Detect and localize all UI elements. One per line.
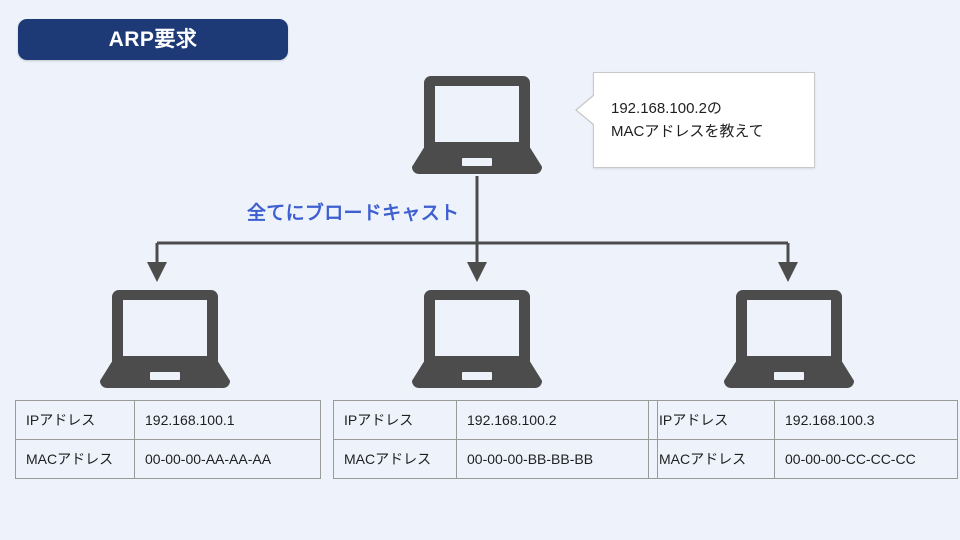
speech-bubble: 192.168.100.2の MACアドレスを教えて [575,72,815,168]
mac-address-value: 00-00-00-AA-AA-AA [134,439,321,479]
laptop-screen [435,300,519,356]
broadcast-label: 全てにブロードキャスト [247,203,460,224]
mac-address-label: MACアドレス [15,439,135,479]
speech-bubble-text: 192.168.100.2の MACアドレスを教えて [611,100,764,141]
table-row: MACアドレス 00-00-00-BB-BB-BB [333,439,658,479]
laptop-trackpad [150,372,180,380]
device-info-table-3: IPアドレス 192.168.100.3 MACアドレス 00-00-00-CC… [648,400,958,479]
right-arrowhead [778,262,798,282]
laptop-lid [112,290,218,366]
table-row: MACアドレス 00-00-00-CC-CC-CC [648,439,958,479]
device-info-table-1: IPアドレス 192.168.100.1 MACアドレス 00-00-00-AA… [15,400,321,479]
laptop-lid [424,76,530,152]
ip-address-value: 192.168.100.1 [134,400,321,440]
laptop-lid [424,290,530,366]
laptop-screen [435,86,519,142]
mac-address-value: 00-00-00-CC-CC-CC [774,439,958,479]
laptop-screen [747,300,831,356]
ip-address-label: IPアドレス [15,400,135,440]
left-arrowhead [147,262,167,282]
title-badge: ARP要求 [18,19,288,60]
ip-address-label: IPアドレス [333,400,457,440]
mac-address-label: MACアドレス [333,439,457,479]
laptop-trackpad [774,372,804,380]
device-info-table-2: IPアドレス 192.168.100.2 MACアドレス 00-00-00-BB… [333,400,658,479]
mac-address-label: MACアドレス [648,439,775,479]
ip-address-value: 192.168.100.3 [774,400,958,440]
ip-address-label: IPアドレス [648,400,775,440]
table-row: IPアドレス 192.168.100.1 [15,400,321,440]
target-laptop-2-icon [412,290,542,388]
table-row: MACアドレス 00-00-00-AA-AA-AA [15,439,321,479]
ip-address-value: 192.168.100.2 [456,400,658,440]
target-laptop-3-icon [724,290,854,388]
target-laptop-1-icon [100,290,230,388]
mac-address-value: 00-00-00-BB-BB-BB [456,439,658,479]
laptop-screen [123,300,207,356]
laptop-trackpad [462,158,492,166]
laptop-lid [736,290,842,366]
source-laptop-icon [412,76,542,174]
center-arrowhead [467,262,487,282]
laptop-trackpad [462,372,492,380]
speech-bubble-tail [577,95,595,125]
title-label: ARP要求 [108,28,198,51]
table-row: IPアドレス 192.168.100.2 [333,400,658,440]
table-row: IPアドレス 192.168.100.3 [648,400,958,440]
